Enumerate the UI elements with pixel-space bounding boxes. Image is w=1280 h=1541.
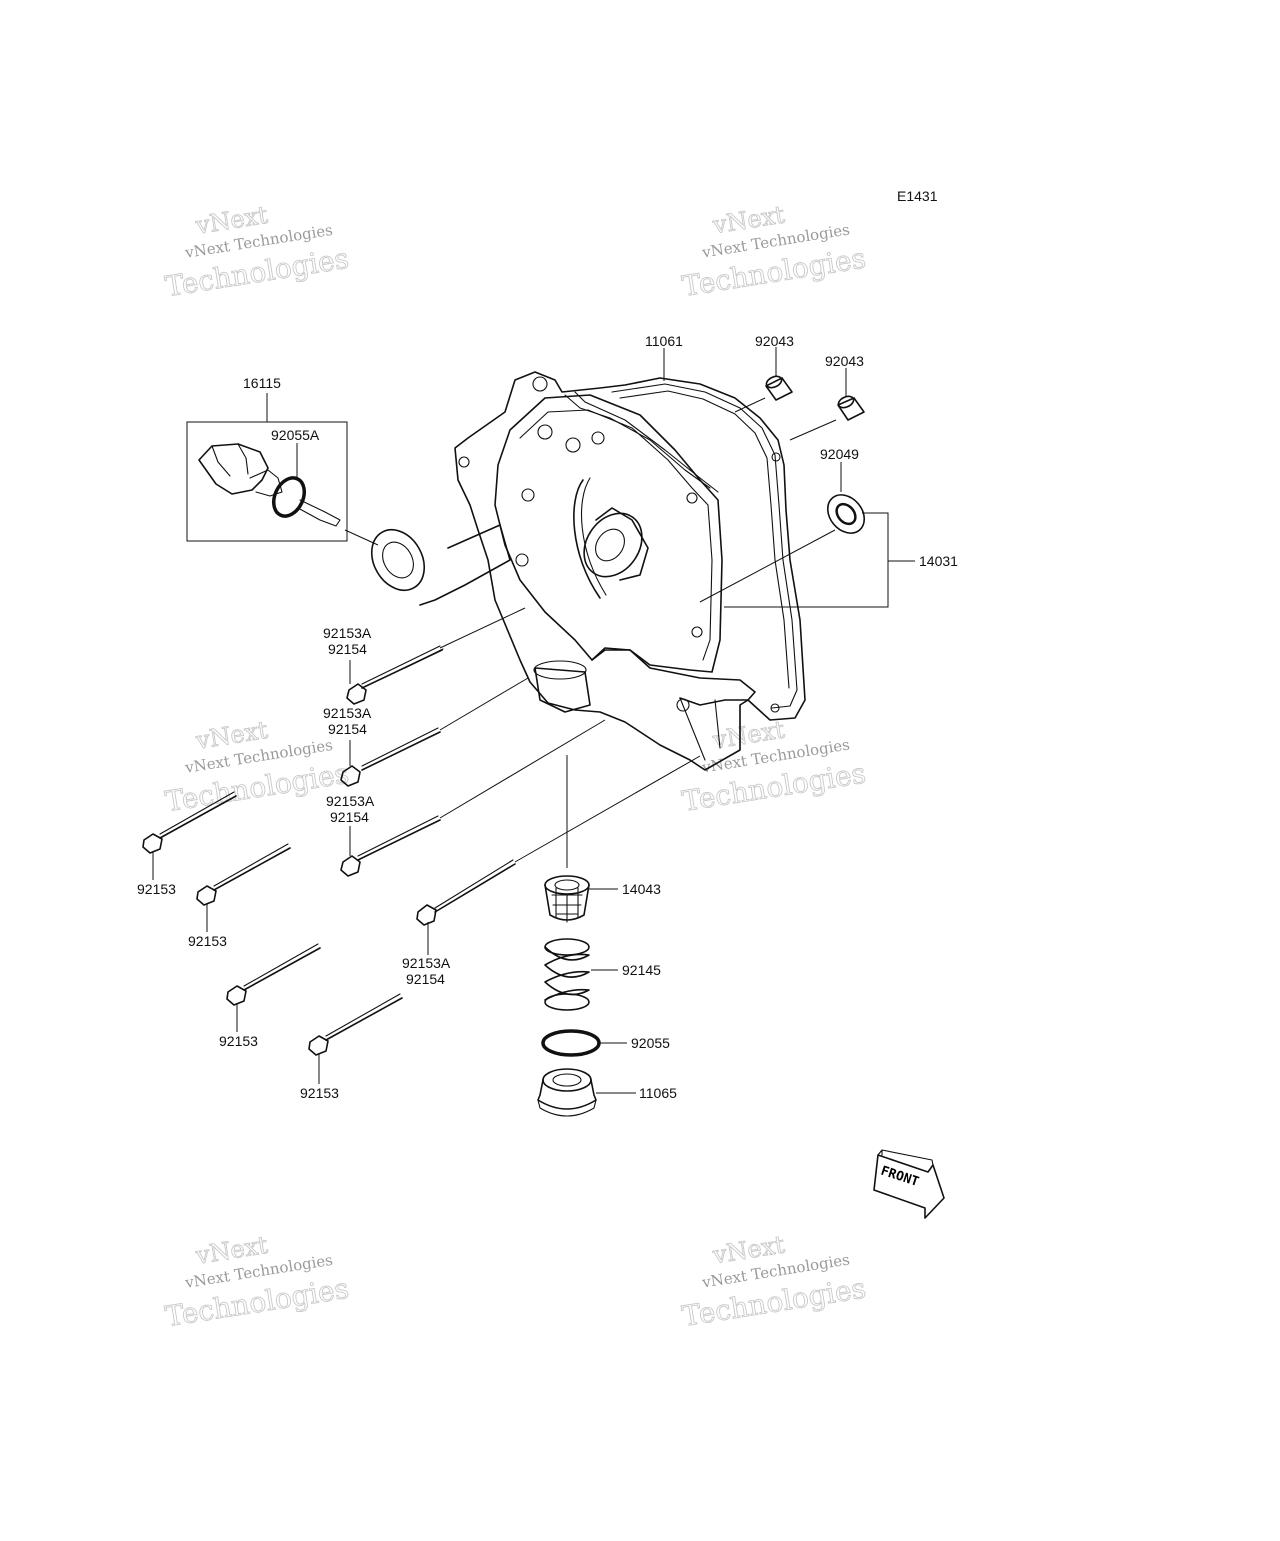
part-label-92153-4: 92153 [300,1085,339,1101]
short-bolt-3 [226,943,321,1032]
filler-cap-box [186,421,348,542]
part-label-92154-1: 92154 [328,641,367,657]
part-label-92049: 92049 [820,446,859,462]
part-label-11065: 11065 [639,1085,677,1101]
long-bolt-3 [340,719,606,877]
part-label-92154-2: 92154 [328,721,367,737]
part-label-11061: 11061 [645,333,683,349]
part-label-92153a-1: 92153A [323,625,372,641]
part-label-92043-b: 92043 [825,353,864,369]
part-label-92153a-2: 92153A [323,705,372,721]
spring [544,938,618,1011]
watermark-bottom-left: vNext vNext Technologies Technologies [162,1230,351,1333]
watermark-top-right: vNext vNext Technologies Technologies [679,200,868,303]
short-bolt-1 [142,791,237,880]
part-label-92153-2: 92153 [188,933,227,949]
part-label-92055: 92055 [631,1035,670,1051]
drain-plug [537,1068,636,1117]
diagram-code: E1431 [897,188,938,204]
watermark-mid-left: vNext vNext Technologies Technologies [162,715,351,818]
part-label-14043: 14043 [622,881,661,897]
part-label-92153-3: 92153 [219,1033,258,1049]
part-label-92154-4: 92154 [406,971,445,987]
oil-strainer [544,875,618,923]
filler-cap-o-ring [272,476,306,518]
dowel-pin-1 [734,347,793,413]
long-bolt-4 [416,755,701,955]
watermark-bottom-right: vNext vNext Technologies Technologies [679,1230,868,1333]
part-labels: 16115 92055A 11061 92043 92043 92049 140… [137,333,958,1101]
dowel-pin-2 [789,368,865,441]
short-bolt-2 [196,843,291,932]
watermark-top-left: vNext vNext Technologies Technologies [162,200,351,303]
part-label-92153a-3: 92153A [326,793,375,809]
part-label-92153a-4: 92153A [402,955,451,971]
part-label-92055a: 92055A [271,427,320,443]
part-label-92153-1: 92153 [137,881,176,897]
long-bolt-1 [346,607,526,705]
crankcase-cover-drawing [370,371,806,771]
filler-cap-group [186,393,379,546]
filler-cap-knob [198,443,269,495]
part-label-92145: 92145 [622,962,661,978]
short-bolt-4 [308,993,403,1084]
part-label-14031: 14031 [919,553,958,569]
part-label-92043-a: 92043 [755,333,794,349]
part-label-92154-3: 92154 [330,809,369,825]
part-label-16115: 16115 [243,375,281,391]
long-bolt-2 [340,677,529,787]
bracket-14031 [724,512,889,608]
front-arrow-icon: FRONT [873,1149,945,1219]
oil-seal [699,462,866,603]
drain-o-ring [541,1029,627,1057]
watermark-mid-right: vNext vNext Technologies Technologies [679,715,868,818]
